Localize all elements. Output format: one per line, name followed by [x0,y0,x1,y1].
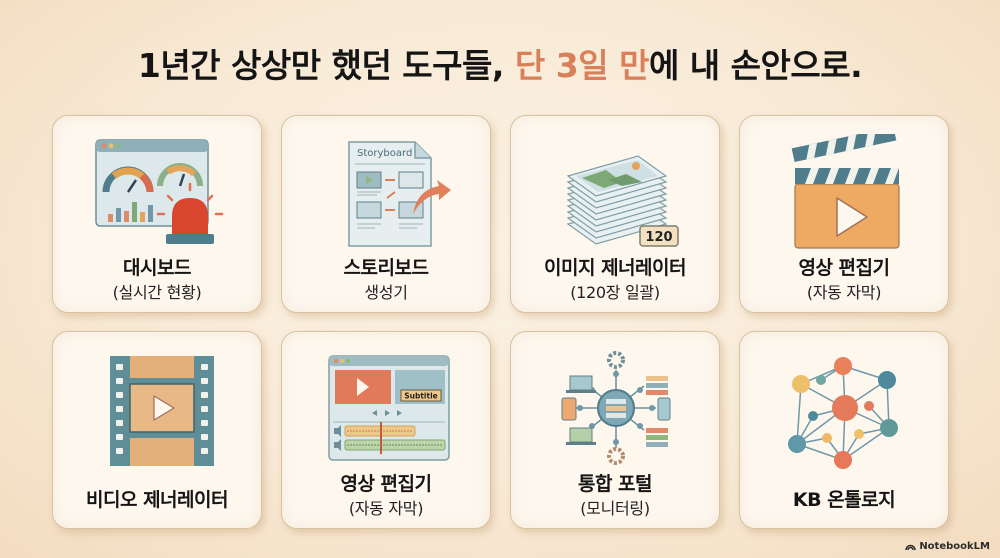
card-dashboard: 대시보드 (실시간 현황) [52,115,262,313]
card-subtitle: (자동 자막) [348,499,424,518]
image-stack-icon: 120 [566,155,679,247]
card-title: 이미지 제너레이터 [544,257,686,279]
card-kb-ontology: KB 온톨로지 [739,331,949,529]
card-title: 영상 편집기 [798,257,890,279]
card-title: 스토리보드 [343,257,429,279]
card-video-generator: 비디오 제너레이터 [52,331,262,529]
card-title: 비디오 제너레이터 [86,489,228,511]
card-storyboard: Storyboard 스토리보드 생성기 [281,115,491,313]
svg-text:Storyboard: Storyboard [357,148,412,159]
card-title: 영상 편집기 [340,473,432,495]
card-subtitle: (모니터링) [580,499,650,518]
card-image-generator: 120 이미지 제너레이터 (120장 일괄) [510,115,720,313]
svg-text:120: 120 [645,230,672,245]
network-hub-icon [561,351,671,465]
card-subtitle: (자동 자막) [806,283,882,302]
title-accent: 단 3일 만 [514,46,650,85]
page-title: 1년간 상상만 했던 도구들, 단 3일 만에 내 손안으로. [137,46,863,85]
storyboard-document-icon: Storyboard [348,141,451,247]
card-subtitle: (120장 일괄) [570,283,660,302]
knowledge-graph-icon [788,357,898,469]
svg-text:Subtitle: Subtitle [404,392,438,401]
card-video-editor-clapper: 영상 편집기 (자동 자막) [739,115,949,313]
clapperboard-play-icon [791,134,900,249]
card-video-editor-subtitle: Subtitle 영상 편집기 (자동 자막) [281,331,491,529]
card-title: 대시보드 [123,257,191,279]
card-subtitle: (실시간 현황) [112,283,202,302]
dashboard-alarm-icon [95,139,224,244]
film-strip-play-icon [110,356,214,466]
card-integrated-portal: 통합 포털 (모니터링) [510,331,720,529]
card-title: 통합 포털 [577,473,653,495]
card-subtitle: 생성기 [364,283,408,302]
notebooklm-watermark: NotebookLM [905,541,990,552]
notebooklm-logo-icon [905,544,917,551]
video-editor-timeline-icon: Subtitle [328,355,450,461]
card-title: KB 온톨로지 [792,489,896,511]
